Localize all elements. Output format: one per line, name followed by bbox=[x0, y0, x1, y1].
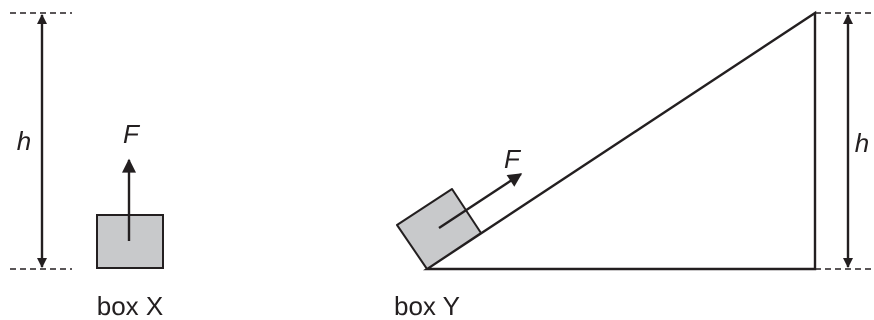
force-arrow-y bbox=[438, 172, 523, 230]
force-label-x: F bbox=[123, 119, 141, 149]
box-y-label: box Y bbox=[394, 291, 460, 320]
force-label-y: F bbox=[504, 144, 522, 174]
box-y bbox=[396, 188, 482, 270]
box-x-label: box X bbox=[97, 291, 164, 320]
height-label-left: h bbox=[17, 126, 31, 156]
height-label-right: h bbox=[855, 128, 869, 158]
incline-triangle bbox=[423, 10, 817, 271]
